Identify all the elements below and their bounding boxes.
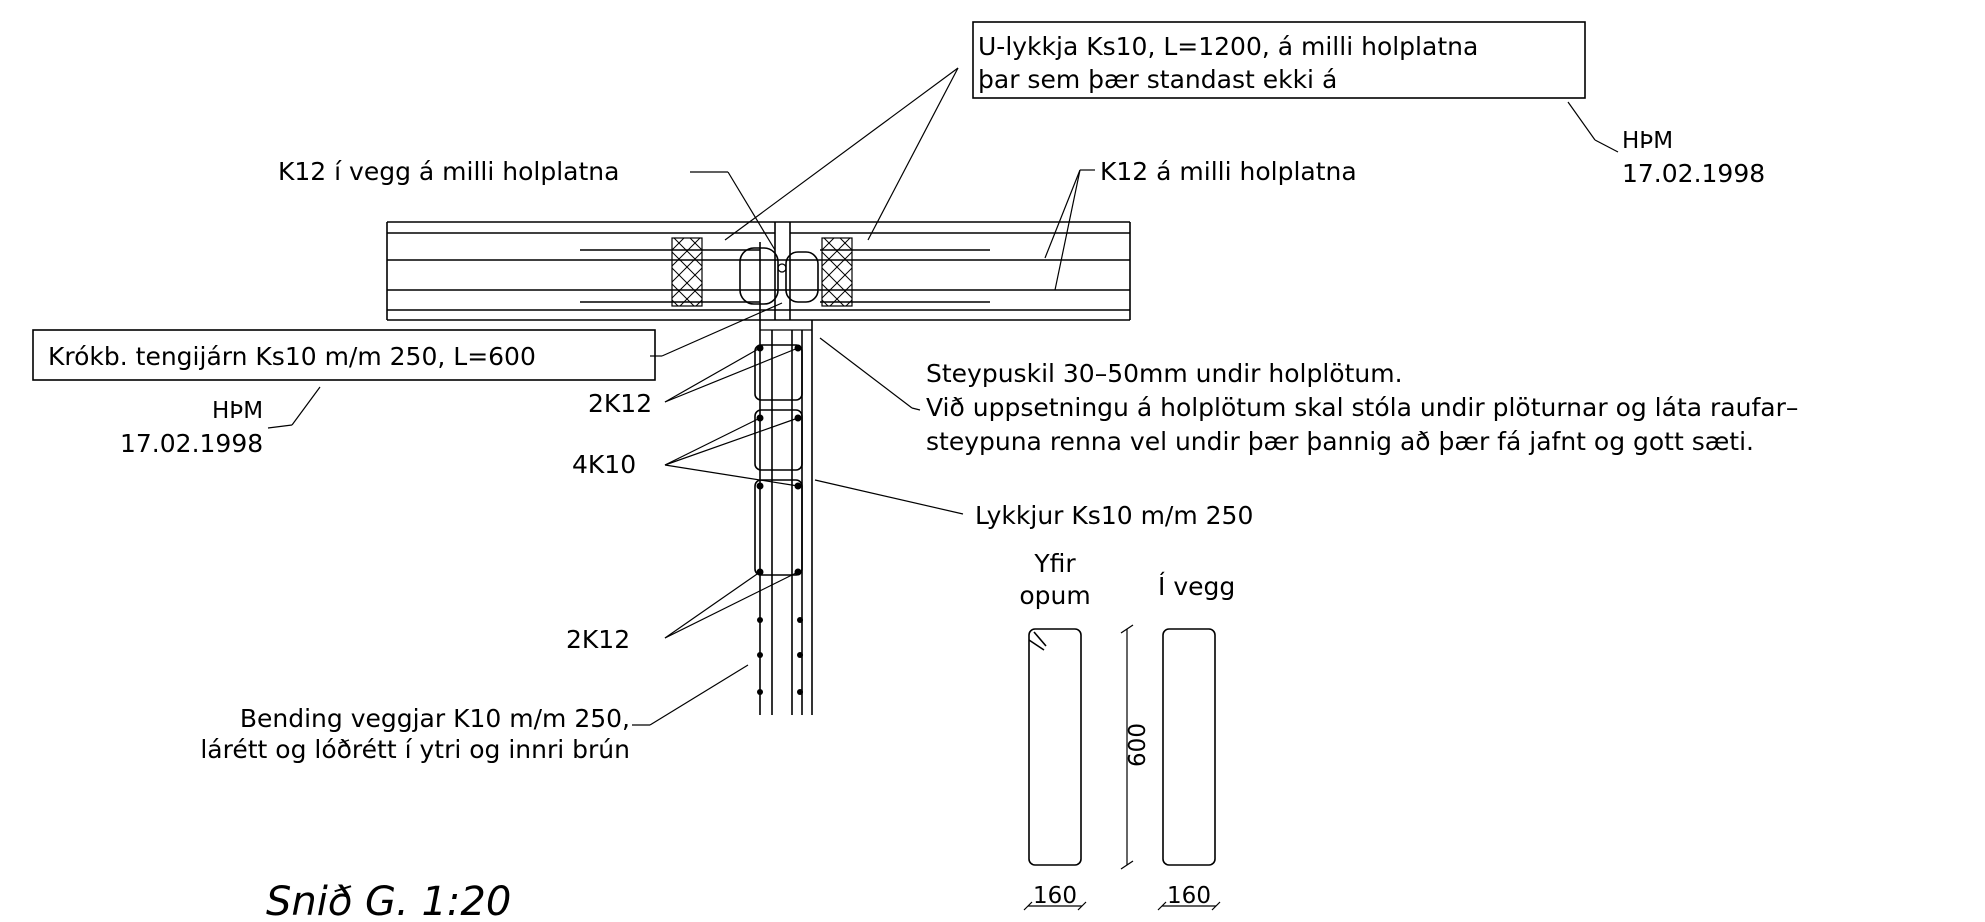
stirrup-details [1023,624,1221,911]
dim-height-label: 600 [1125,723,1151,767]
detail-over-openings-line2: opum [1019,581,1090,610]
hook-bar-note-box [32,329,656,381]
hollowcore-slab [386,221,1131,321]
revision-top-initials: HÞM [1622,128,1673,154]
section-title: Snið G. 1:20 [266,879,511,922]
detail-over-openings-line1: Yfir [1033,549,1076,578]
grout-hatch [671,237,853,307]
u-loop-note-box [972,21,1586,99]
loops-label: Lykkjur Ks10 m/m 250 [975,501,1253,530]
u-loop-line2: þar sem þær standast ekki á [978,65,1337,94]
joint-loops [739,242,819,320]
dim-width-left-label: 160 [1033,883,1077,909]
k12-between-label: K12 á milli holplatna [1100,157,1357,186]
concrete-wall [754,320,813,715]
note-line1: Steypuskil 30–50mm undir holplötum. [926,359,1403,388]
dim-width-right-label: 160 [1167,883,1211,909]
note-line3: steypuna renna vel undir þær þannig að þ… [926,427,1754,456]
leader-lines [267,67,1619,726]
k12-wall-label: K12 í vegg á milli holplatna [278,157,619,186]
revision-top-date: 17.02.1998 [1622,159,1765,188]
revision-left-date: 17.02.1998 [120,429,263,458]
wall-reinf-line1: Bending veggjar K10 m/m 250, [240,704,630,733]
detail-in-wall-label: Í vegg [1158,572,1235,601]
hook-bar-label: Krókb. tengijárn Ks10 m/m 250, L=600 [48,342,536,371]
note-line2: Við uppsetningu á holplötum skal stóla u… [926,393,1798,422]
u-loop-line1: U-lykkja Ks10, L=1200, á milli holplatna [978,32,1478,61]
two-k12-lower-label: 2K12 [566,625,630,654]
revision-left-initials: HÞM [212,398,263,424]
wall-reinf-line2: lárétt og lóðrétt í ytri og innri brún [200,735,630,764]
four-k10-label: 4K10 [572,450,636,479]
two-k12-upper-label: 2K12 [588,389,652,418]
